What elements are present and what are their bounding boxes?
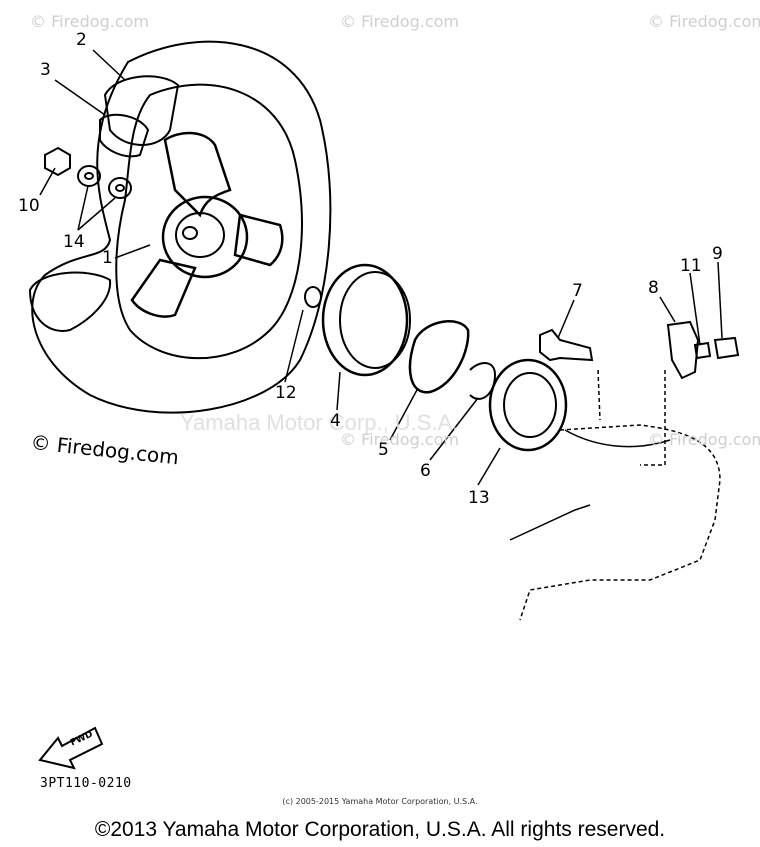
nut-11: [693, 341, 712, 360]
bolt-7: [539, 328, 594, 362]
callout-4: 4: [330, 411, 341, 431]
washer-14b-hole: [115, 184, 125, 192]
watermark-mid-right: © Firedog.com: [648, 430, 760, 449]
washer-12: [304, 286, 322, 308]
watermark-top-center: © Firedog.com: [340, 12, 459, 31]
main-copyright: ©2013 Yamaha Motor Corporation, U.S.A. A…: [94, 818, 666, 841]
watermark-top-left: © Firedog.com: [30, 12, 149, 31]
callout-14: 14: [63, 232, 85, 252]
leader-lines: [39, 49, 723, 486]
tire-inner: [115, 83, 303, 360]
wheel-hub: [161, 195, 249, 279]
callout-3: 3: [40, 60, 51, 80]
bolt-9: [713, 336, 740, 360]
nut-10: [44, 146, 71, 177]
washer-14b: [108, 177, 132, 199]
case-dashline-2: [640, 370, 666, 466]
brake-drum-inner: [339, 271, 411, 369]
washer-14a-hole: [84, 172, 94, 180]
diagram-code: 3PT110-0210: [40, 776, 132, 791]
brake-drum: [321, 263, 409, 377]
engine-case: [519, 424, 721, 621]
callout-8: 8: [648, 278, 659, 298]
watermark-mid: © Firedog.com: [340, 430, 459, 449]
wheel-hub-inner: [175, 212, 225, 258]
callout-12: 12: [275, 383, 297, 403]
wheel-spoke-top: [163, 131, 232, 218]
brake-shoe: [408, 320, 470, 394]
spring: [469, 362, 497, 400]
watermark-center: Yamaha Motor Corp., U.S.A.: [180, 410, 459, 435]
cam-lever: [666, 320, 700, 380]
callout-13: 13: [468, 488, 490, 508]
small-copyright: (c) 2005-2015 Yamaha Motor Corporation, …: [282, 797, 478, 806]
case-dashline-1: [597, 369, 601, 421]
valve-cap: [99, 113, 150, 158]
tire-section: [28, 271, 112, 332]
washer-14a: [77, 165, 101, 187]
callout-10: 10: [18, 196, 40, 216]
case-line-4: [509, 504, 591, 541]
fwd-arrow: [38, 726, 104, 770]
callout-11: 11: [680, 256, 702, 276]
callout-5: 5: [378, 440, 389, 460]
callout-9: 9: [712, 244, 723, 264]
callout-7: 7: [572, 281, 583, 301]
callout-6: 6: [420, 461, 431, 481]
tire-outer: [31, 40, 332, 414]
wheel-spoke-bottom: [130, 258, 197, 318]
wheel-spoke-right: [233, 213, 284, 267]
callout-1: 1: [102, 248, 113, 268]
wheel-hub-hole: [182, 226, 198, 240]
oil-seal: [488, 358, 568, 452]
case-line-3: [564, 429, 671, 448]
oil-seal-inner: [503, 372, 557, 438]
watermark-top-right: © Firedog.com: [648, 12, 760, 31]
callout-2: 2: [76, 30, 87, 50]
